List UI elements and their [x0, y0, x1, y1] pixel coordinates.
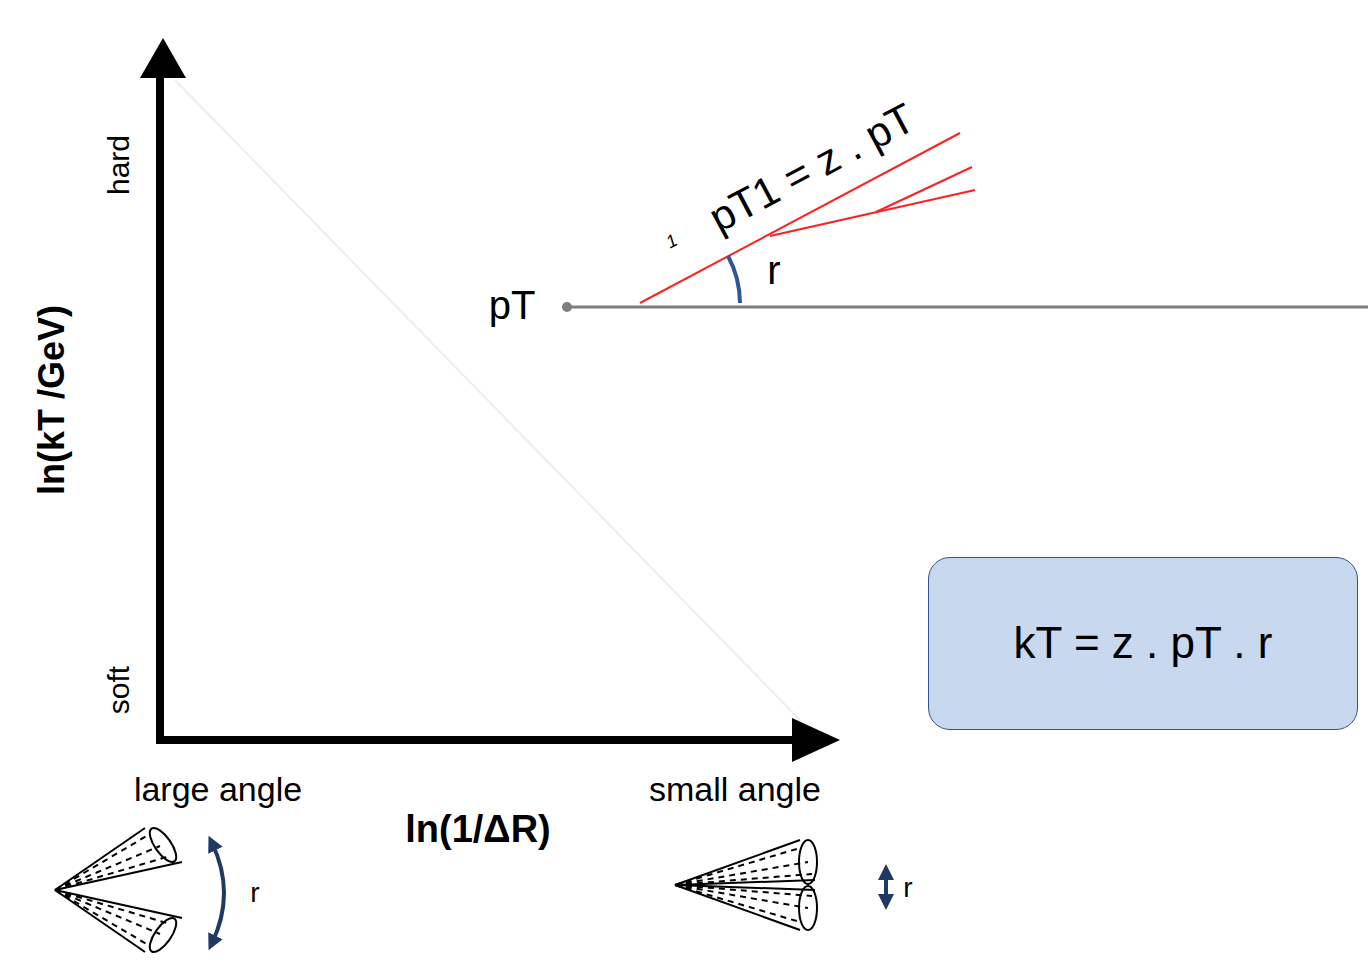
formula-text: kT = z . pT . r	[1014, 619, 1273, 667]
momentum-label: pT1 = z . pT	[702, 95, 923, 242]
angle-arrow	[884, 872, 888, 902]
large-angle-cones	[55, 824, 182, 956]
small-angle-cones	[675, 840, 817, 930]
angle-label: r	[250, 878, 259, 909]
x-axis	[156, 736, 800, 744]
angle-label: r	[903, 873, 912, 904]
mark-label: 1	[663, 231, 681, 253]
y-axis	[156, 70, 164, 744]
x-arrowhead	[792, 718, 840, 762]
axis-end-label: small angle	[649, 771, 821, 808]
angle-label: r	[767, 248, 780, 292]
formula-box: kT = z . pT . r	[928, 557, 1358, 730]
y-arrowhead	[140, 38, 186, 78]
angle-arrow	[212, 843, 224, 943]
axis-end-label: large angle	[134, 771, 302, 808]
jet-axis	[567, 306, 1368, 309]
guide-diagonal	[175, 80, 800, 720]
axis-title: ln(kT /GeV)	[32, 305, 72, 495]
axis-end-label: soft	[102, 666, 135, 714]
axis-title: ln(1/ΔR)	[405, 809, 551, 851]
momentum-label: pT	[489, 283, 536, 327]
jet-origin	[562, 302, 572, 312]
axis-end-label: hard	[102, 135, 135, 195]
angle-arc	[728, 256, 740, 303]
